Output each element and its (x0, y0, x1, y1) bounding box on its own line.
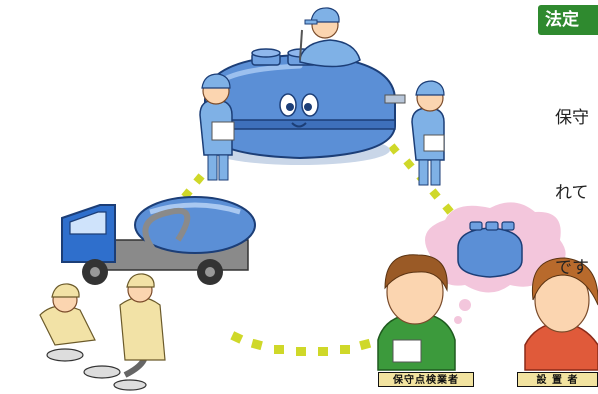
intro-text-line: れて (555, 181, 598, 206)
worker-on-tank (300, 8, 360, 67)
septic-tank (205, 49, 405, 165)
intro-text: 保守 れて です (555, 56, 598, 306)
worker-with-clipboard-right (412, 81, 444, 185)
maintenance-worker-person (378, 255, 455, 370)
installer-sign: 設 置 者 (517, 372, 598, 387)
section-tag: 法定 (538, 5, 598, 35)
intro-text-line: 保守 (555, 106, 598, 131)
intro-text-line: です (555, 256, 598, 281)
workers-at-manholes (40, 274, 165, 390)
maintenance-contractor-sign: 保守点検業者 (378, 372, 474, 387)
worker-with-clipboard-left (200, 74, 234, 180)
